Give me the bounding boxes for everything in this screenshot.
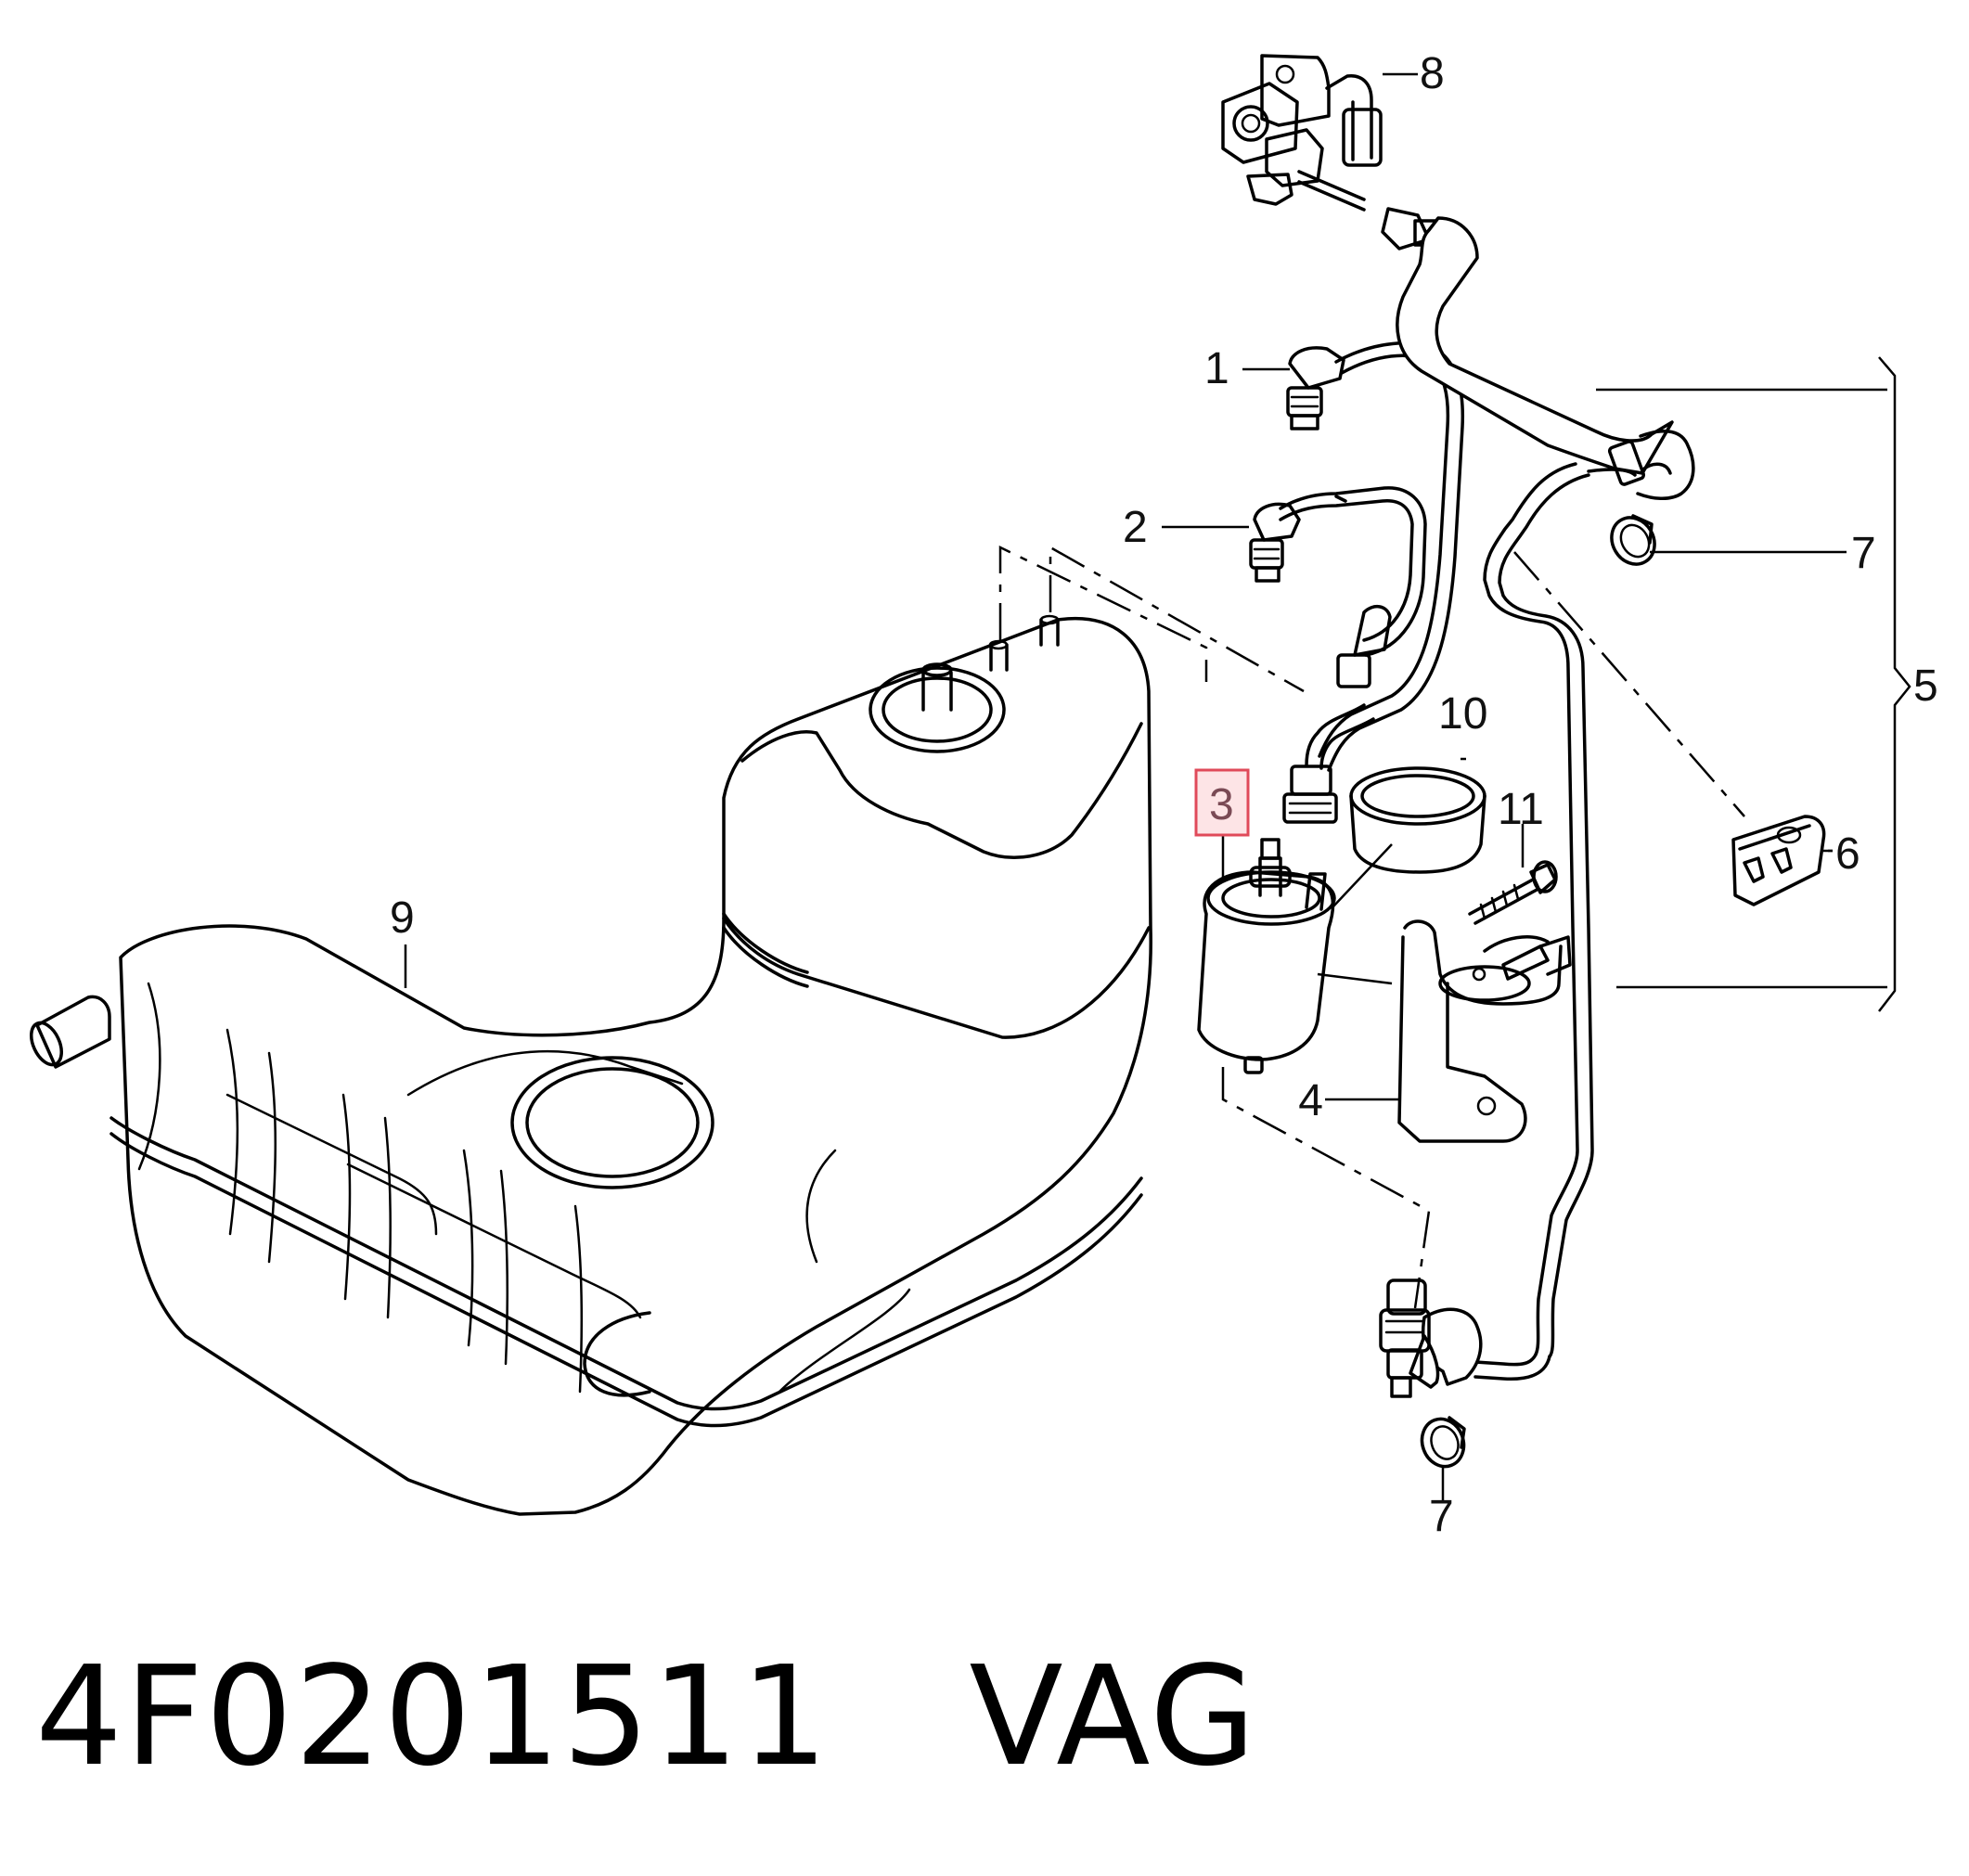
brand-name: VAG (969, 1637, 1258, 1796)
valve-assembly (1221, 54, 1441, 251)
callout-3: 3 (1209, 780, 1234, 829)
callout-6: 6 (1835, 829, 1860, 879)
filter-bracket (1397, 919, 1572, 1143)
footer: 4F0201511 VAG (35, 1637, 1258, 1796)
hose-clamp-upper (1610, 514, 1656, 566)
callout-1: 1 (1204, 344, 1229, 393)
rubber-ring (1349, 766, 1486, 874)
leader-lines (404, 72, 1911, 1503)
fuel-pipe-return (1474, 462, 1637, 1381)
callout-2: 2 (1123, 503, 1148, 552)
callout-4: 4 (1298, 1076, 1323, 1125)
fuel-filter (1197, 838, 1336, 1074)
fuel-hose-upper (1396, 216, 1695, 500)
fuel-hose-lower (1379, 1279, 1483, 1398)
callout-7-upper: 7 (1851, 529, 1876, 578)
callout-9: 9 (390, 893, 415, 943)
part-number: 4F0201511 (35, 1637, 830, 1796)
bolt (1468, 860, 1558, 925)
pipe-clip (1731, 815, 1826, 906)
assembly-lines (998, 545, 1745, 1309)
callout-3-highlight (1194, 768, 1250, 837)
callout-11: 11 (1498, 785, 1544, 834)
callout-5: 5 (1913, 662, 1938, 711)
fuel-pipe-2 (1249, 486, 1427, 688)
hose-clamp-lower (1420, 1416, 1466, 1469)
filter-inlet-line (1282, 703, 1375, 824)
fuel-tank (30, 614, 1152, 1516)
callout-10: 10 (1438, 689, 1487, 739)
fuel-pipe-1 (1286, 341, 1465, 772)
callout-7-lower: 7 (1429, 1492, 1454, 1541)
callout-8: 8 (1420, 49, 1445, 98)
callout-labels: 1 2 3 4 5 6 7 7 8 9 10 11 (390, 49, 1938, 1541)
